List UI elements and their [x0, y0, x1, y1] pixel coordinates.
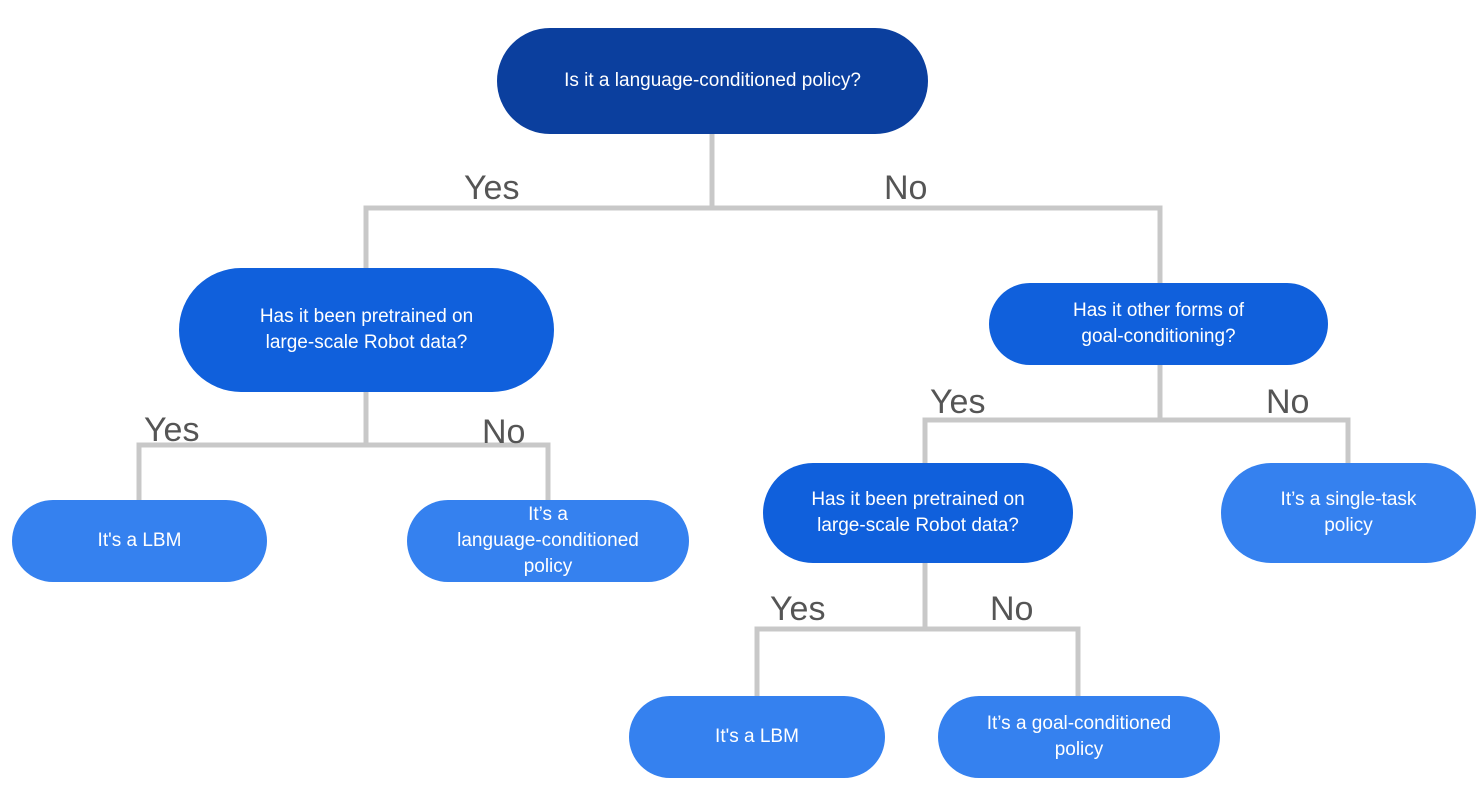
- goal-conditioning-question-text: Has it other forms of goal-conditioning?: [1072, 300, 1245, 347]
- goal-conditioned-policy-result-text: It’s a goal-conditioned policy: [986, 713, 1172, 760]
- connector-root: [363, 130, 1163, 286]
- language-conditioned-policy-result-node: It’s a language-conditioned policy: [407, 500, 689, 582]
- lbm-result-node-left: It's a LBM: [12, 500, 267, 582]
- connector-bottom: [754, 560, 1081, 699]
- single-task-policy-result-node: It’s a single-task policy: [1221, 463, 1476, 563]
- root-question-text: Is it a language-conditioned policy?: [564, 70, 861, 91]
- label-right-no: No: [1266, 383, 1310, 421]
- language-conditioned-policy-result-text: It’s a language-conditioned policy: [457, 504, 639, 577]
- pretrained-question-node-left: Has it been pretrained on large-scale Ro…: [179, 268, 554, 392]
- root-question-node: Is it a language-conditioned policy?: [497, 28, 928, 134]
- single-task-policy-result-text: It’s a single-task policy: [1280, 489, 1417, 536]
- connector-left: [136, 389, 551, 503]
- goal-conditioned-policy-result-node: It’s a goal-conditioned policy: [938, 696, 1220, 778]
- lbm-result-text-left: It's a LBM: [97, 530, 182, 551]
- pretrained-question-text-left: Has it been pretrained on large-scale Ro…: [259, 306, 474, 353]
- goal-conditioning-question-node: Has it other forms of goal-conditioning?: [989, 283, 1328, 365]
- label-bottom-no: No: [990, 590, 1034, 628]
- label-bottom-yes: Yes: [770, 590, 826, 628]
- label-left-no: No: [482, 413, 526, 451]
- label-right-yes: Yes: [930, 383, 986, 421]
- pretrained-question-node-right: Has it been pretrained on large-scale Ro…: [763, 463, 1073, 563]
- label-left-yes: Yes: [144, 411, 200, 449]
- connector-right: [922, 362, 1351, 466]
- label-root-yes: Yes: [464, 169, 520, 207]
- pretrained-question-text-right: Has it been pretrained on large-scale Ro…: [811, 489, 1025, 536]
- lbm-result-text-right: It's a LBM: [715, 726, 799, 747]
- label-root-no: No: [884, 169, 928, 207]
- lbm-result-node-right: It's a LBM: [629, 696, 885, 778]
